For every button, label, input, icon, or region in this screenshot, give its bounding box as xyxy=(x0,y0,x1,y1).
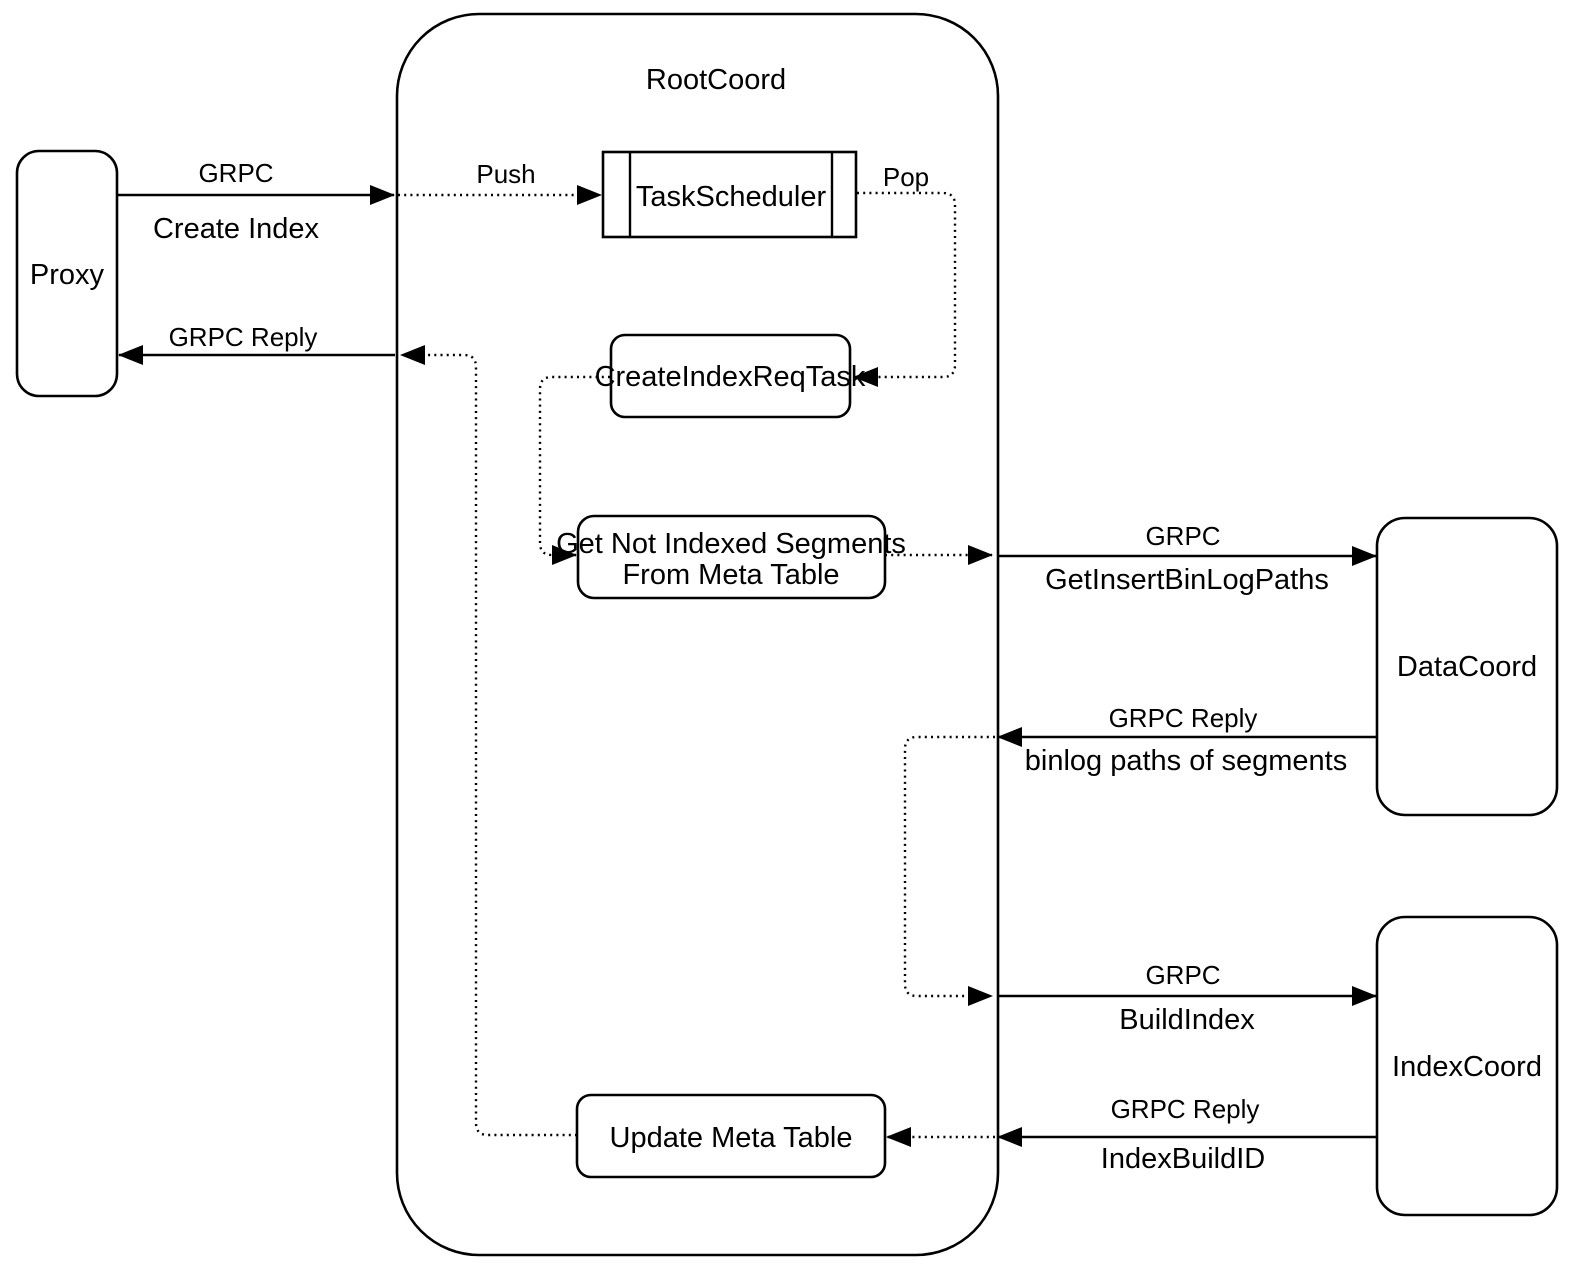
data-coord-label: DataCoord xyxy=(1397,651,1537,683)
data-coord-node xyxy=(1375,516,1559,817)
label-grpc-reply-proxy: GRPC Reply xyxy=(169,322,318,352)
label-push: Push xyxy=(476,159,535,189)
get-not-indexed-segments-label-line2: From Meta Table xyxy=(622,559,839,591)
proxy-label: Proxy xyxy=(30,259,105,291)
label-create-index-method: Create Index xyxy=(153,213,320,245)
create-index-req-task-node xyxy=(609,333,852,419)
label-create-index-protocol: GRPC xyxy=(198,158,273,188)
index-coord-label: IndexCoord xyxy=(1392,1051,1542,1083)
create-index-req-task-label: CreateIndexReqTask xyxy=(595,361,866,393)
label-get-insert-binlog-protocol: GRPC xyxy=(1145,521,1220,551)
task-scheduler-label: TaskScheduler xyxy=(636,181,827,213)
rootcoord-title: RootCoord xyxy=(646,64,786,96)
label-get-insert-binlog-method: GetInsertBinLogPaths xyxy=(1045,564,1329,596)
label-binlog-reply-method: binlog paths of segments xyxy=(1025,745,1347,777)
rootcoord-container xyxy=(395,12,1000,1257)
label-pop: Pop xyxy=(883,162,929,192)
label-build-index-method: BuildIndex xyxy=(1119,1004,1255,1036)
label-build-index-protocol: GRPC xyxy=(1145,960,1220,990)
proxy-node xyxy=(15,149,119,398)
task-scheduler-node xyxy=(601,150,858,239)
edge-update-meta-to-reply-dotted xyxy=(400,345,577,1137)
label-binlog-reply-protocol: GRPC Reply xyxy=(1109,703,1258,733)
edge-pop xyxy=(853,191,957,387)
label-index-build-id-method: IndexBuildID xyxy=(1101,1143,1265,1175)
edge-req-task-to-get-segments xyxy=(538,375,610,565)
get-not-indexed-segments-label-line1: Get Not Indexed Segments xyxy=(556,528,906,560)
index-coord-node xyxy=(1375,915,1559,1217)
get-not-indexed-segments-node xyxy=(576,514,887,600)
update-meta-table-label: Update Meta Table xyxy=(610,1122,853,1154)
label-index-build-id-protocol: GRPC Reply xyxy=(1111,1094,1260,1124)
